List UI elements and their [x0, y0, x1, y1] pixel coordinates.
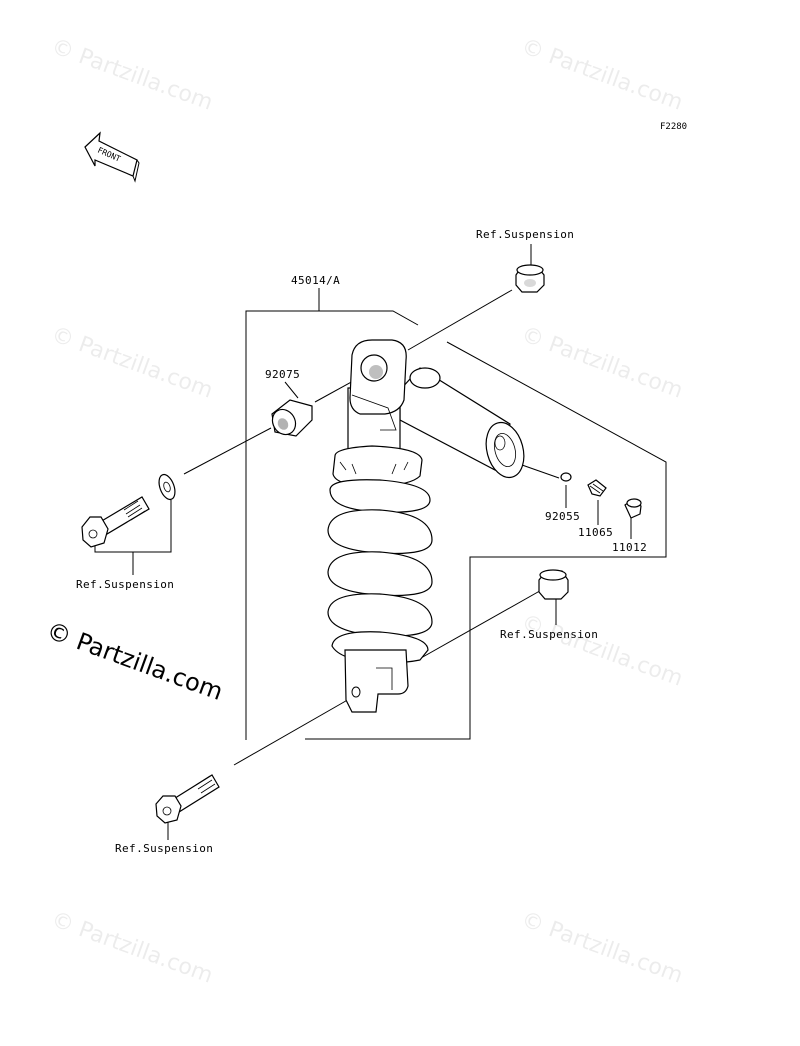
- label-cap-11012[interactable]: 11012: [612, 541, 647, 554]
- top-nut-part: [515, 264, 545, 293]
- cap-part: [624, 498, 642, 519]
- figure-code: F2280: [660, 122, 687, 132]
- valve-part: [587, 479, 607, 497]
- label-ref-top-nut[interactable]: Ref.Suspension: [476, 228, 574, 241]
- lower-nut-part: [538, 569, 569, 600]
- label-valve-11065[interactable]: 11065: [578, 526, 613, 539]
- watermark-main: © Partzilla.com: [43, 616, 227, 706]
- watermark-text: © Partzilla.com: [518, 34, 686, 116]
- watermark-text: © Partzilla.com: [518, 322, 686, 404]
- watermark-text: © Partzilla.com: [48, 34, 216, 116]
- front-arrow-icon: FRONT: [84, 131, 140, 183]
- bushing-part: [271, 399, 313, 437]
- watermark-text: © Partzilla.com: [48, 907, 216, 989]
- label-ref-lower-bolt[interactable]: Ref.Suspension: [115, 842, 213, 855]
- shock-absorber-part: [327, 339, 525, 713]
- label-oring-92055[interactable]: 92055: [545, 510, 580, 523]
- leader-lines: [94, 244, 632, 840]
- watermark-text: © Partzilla.com: [48, 322, 216, 404]
- oring-part: [560, 472, 572, 482]
- washer-part: [158, 473, 176, 501]
- watermark-text: © Partzilla.com: [518, 610, 686, 692]
- label-assembly-45014a[interactable]: 45014/A: [291, 274, 340, 287]
- label-bushing-92075[interactable]: 92075: [265, 368, 300, 381]
- label-ref-lower-nut[interactable]: Ref.Suspension: [500, 628, 598, 641]
- assembly-bracket: [245, 288, 667, 740]
- label-ref-upper-bolt[interactable]: Ref.Suspension: [76, 578, 174, 591]
- lower-bolt-part: [155, 774, 220, 824]
- upper-bolt-part: [81, 496, 150, 548]
- watermark-text: © Partzilla.com: [518, 907, 686, 989]
